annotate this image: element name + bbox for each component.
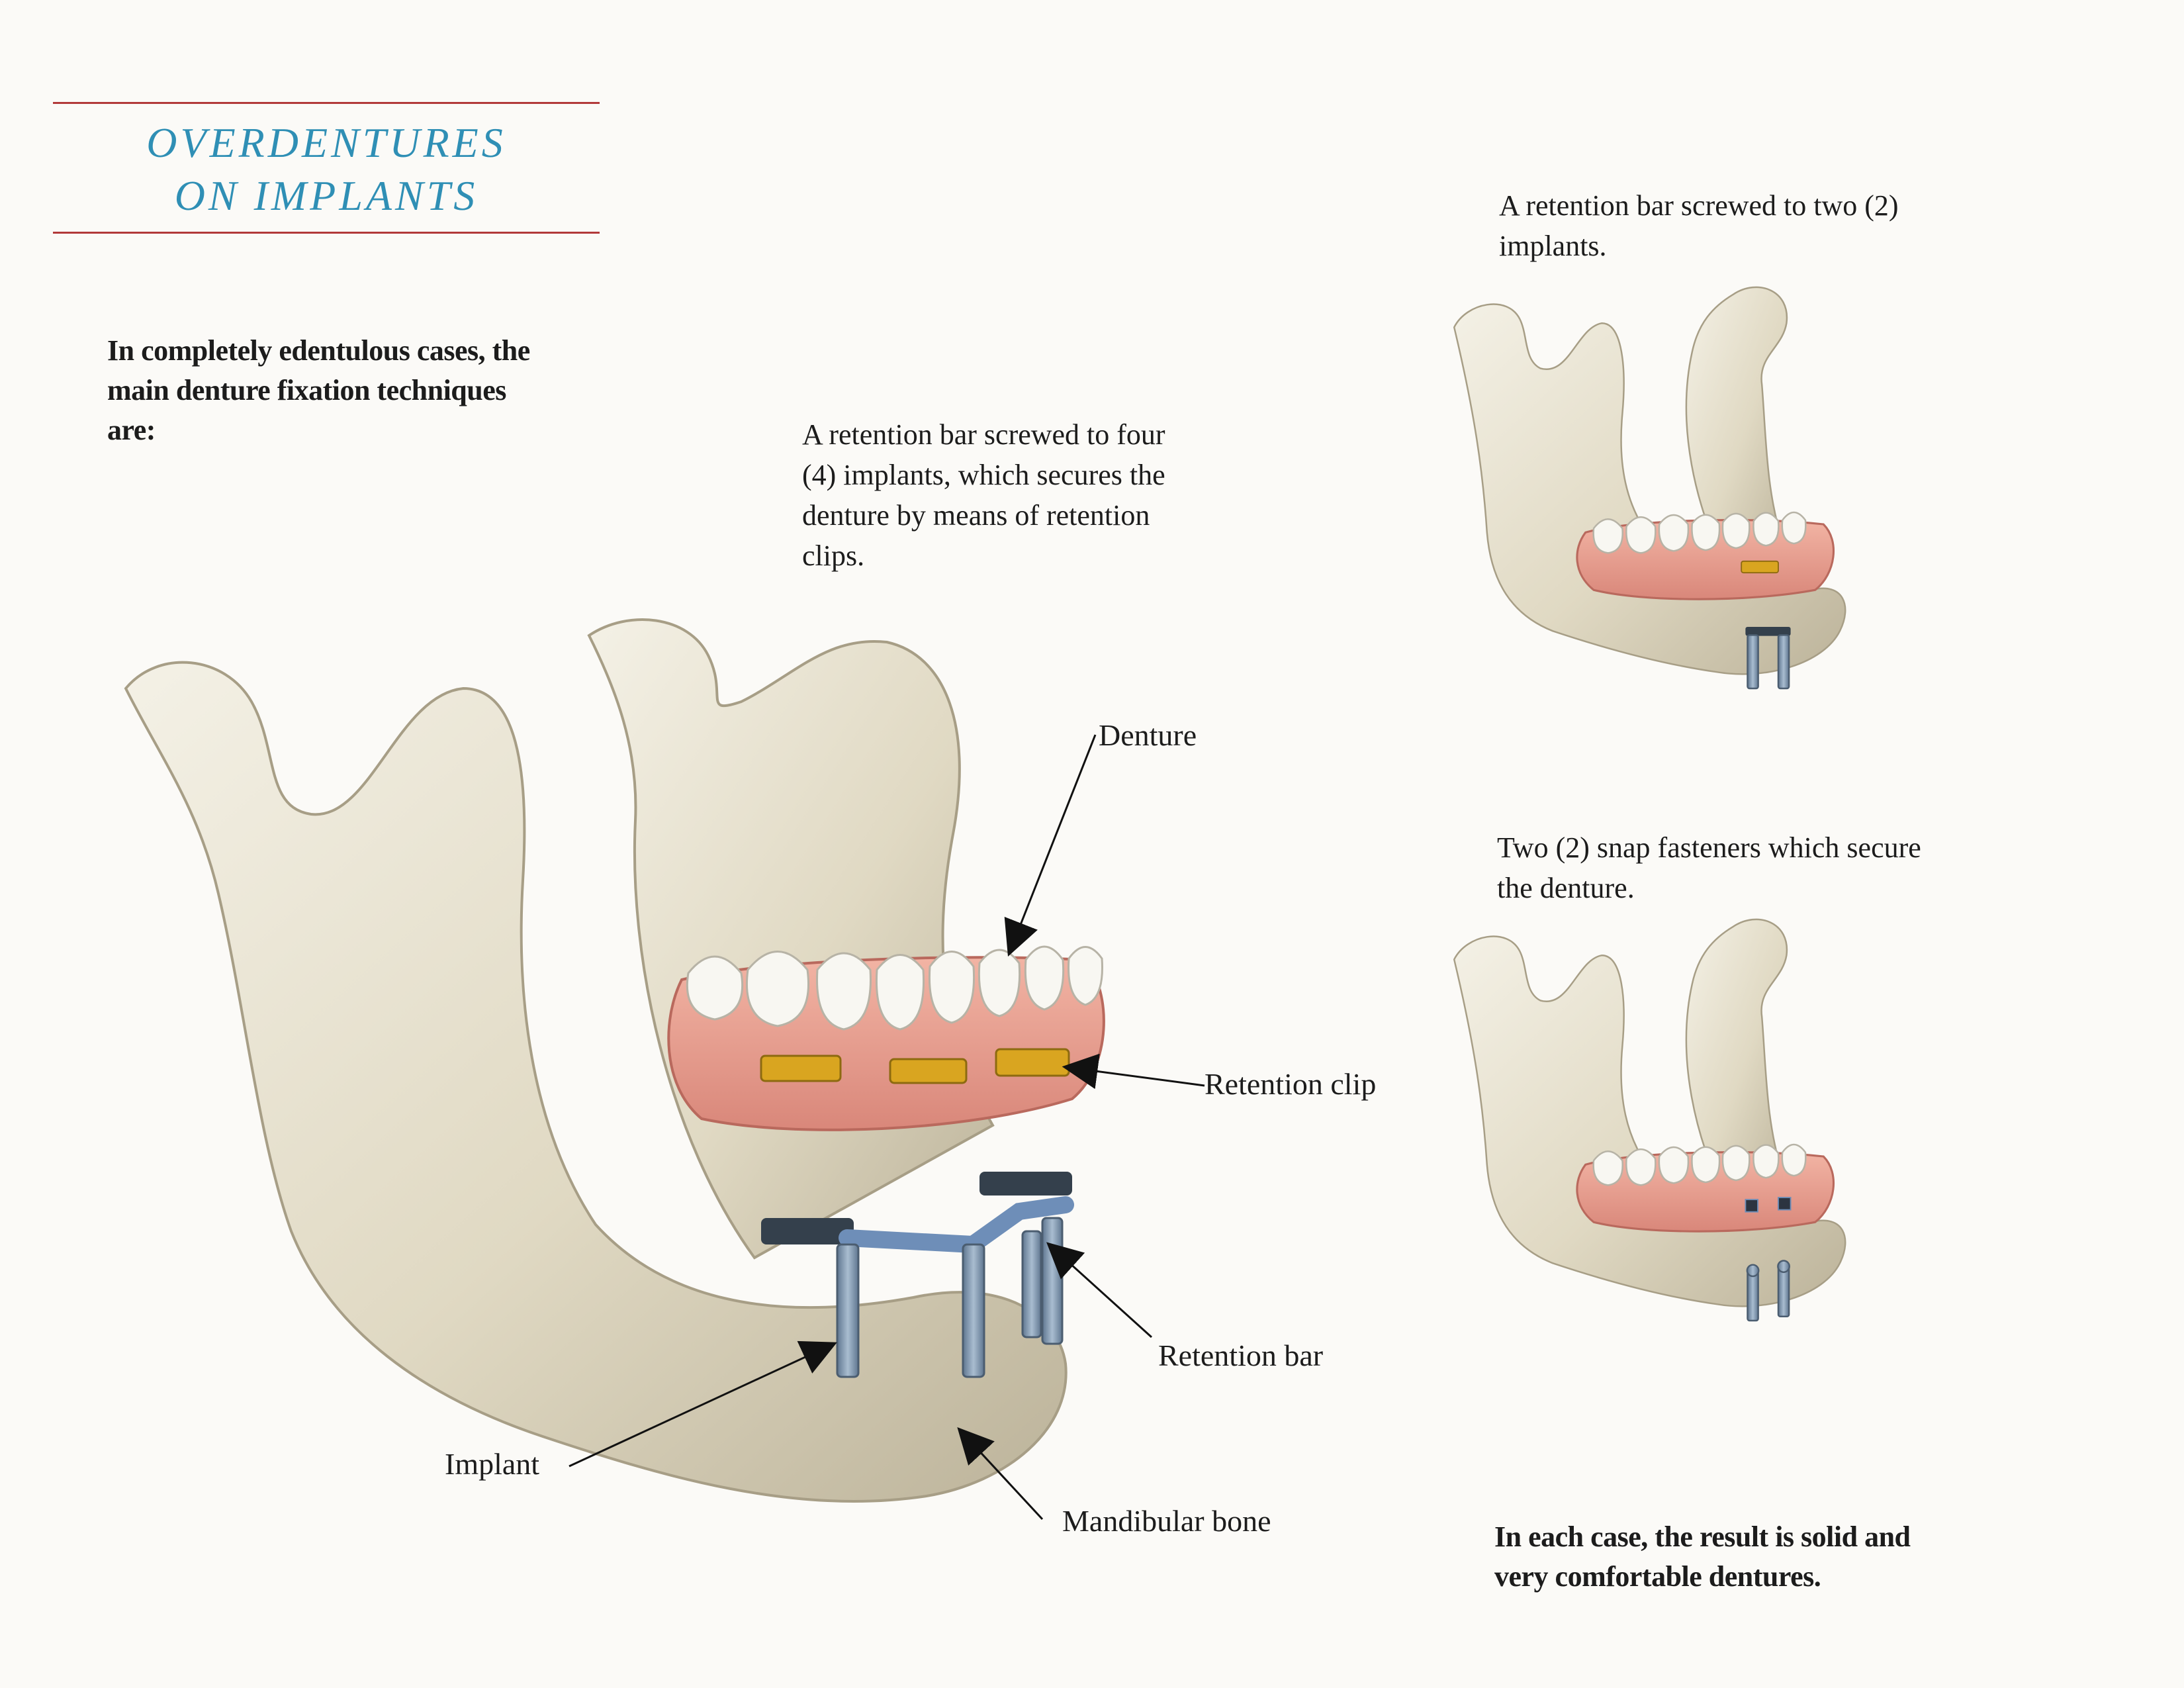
denture-illustration (667, 945, 1105, 1131)
label-retention-bar: Retention bar (1158, 1338, 1324, 1372)
two-implant-bar-illustration (1453, 286, 1846, 690)
label-denture: Denture (1099, 718, 1197, 752)
retention-clip-leader-line (1062, 1053, 1205, 1090)
intro-text: In completely edentulous cases, the main… (107, 334, 530, 446)
retention-bar-leader-line (1046, 1242, 1153, 1338)
denture-leader-line (1004, 734, 1097, 957)
label-retention-clip: Retention clip (1205, 1067, 1377, 1101)
mandibular-bone-leader-line (957, 1427, 1044, 1521)
snap-fastener-caption: Two (2) snap fasteners which secure the … (1497, 831, 1921, 904)
page-title-line2: ON IMPLANTS (174, 172, 478, 219)
two-implant-caption: A retention bar screwed to two (2) impla… (1499, 189, 1899, 262)
label-mandibular-bone: Mandibular bone (1062, 1504, 1271, 1538)
main-figure-caption: A retention bar screwed to four (4) impl… (802, 418, 1165, 572)
page-title-line1: OVERDENTURES (146, 119, 506, 166)
snap-fastener-illustration (1453, 918, 1846, 1322)
conclusion-text: In each case, the result is solid and ve… (1494, 1521, 1911, 1593)
implant-leader-line (569, 1340, 837, 1468)
header-rule-bottom (53, 232, 600, 234)
header-rule-top (53, 102, 600, 104)
label-implant: Implant (445, 1447, 540, 1481)
retention-clip-shapes (760, 1048, 1070, 1084)
